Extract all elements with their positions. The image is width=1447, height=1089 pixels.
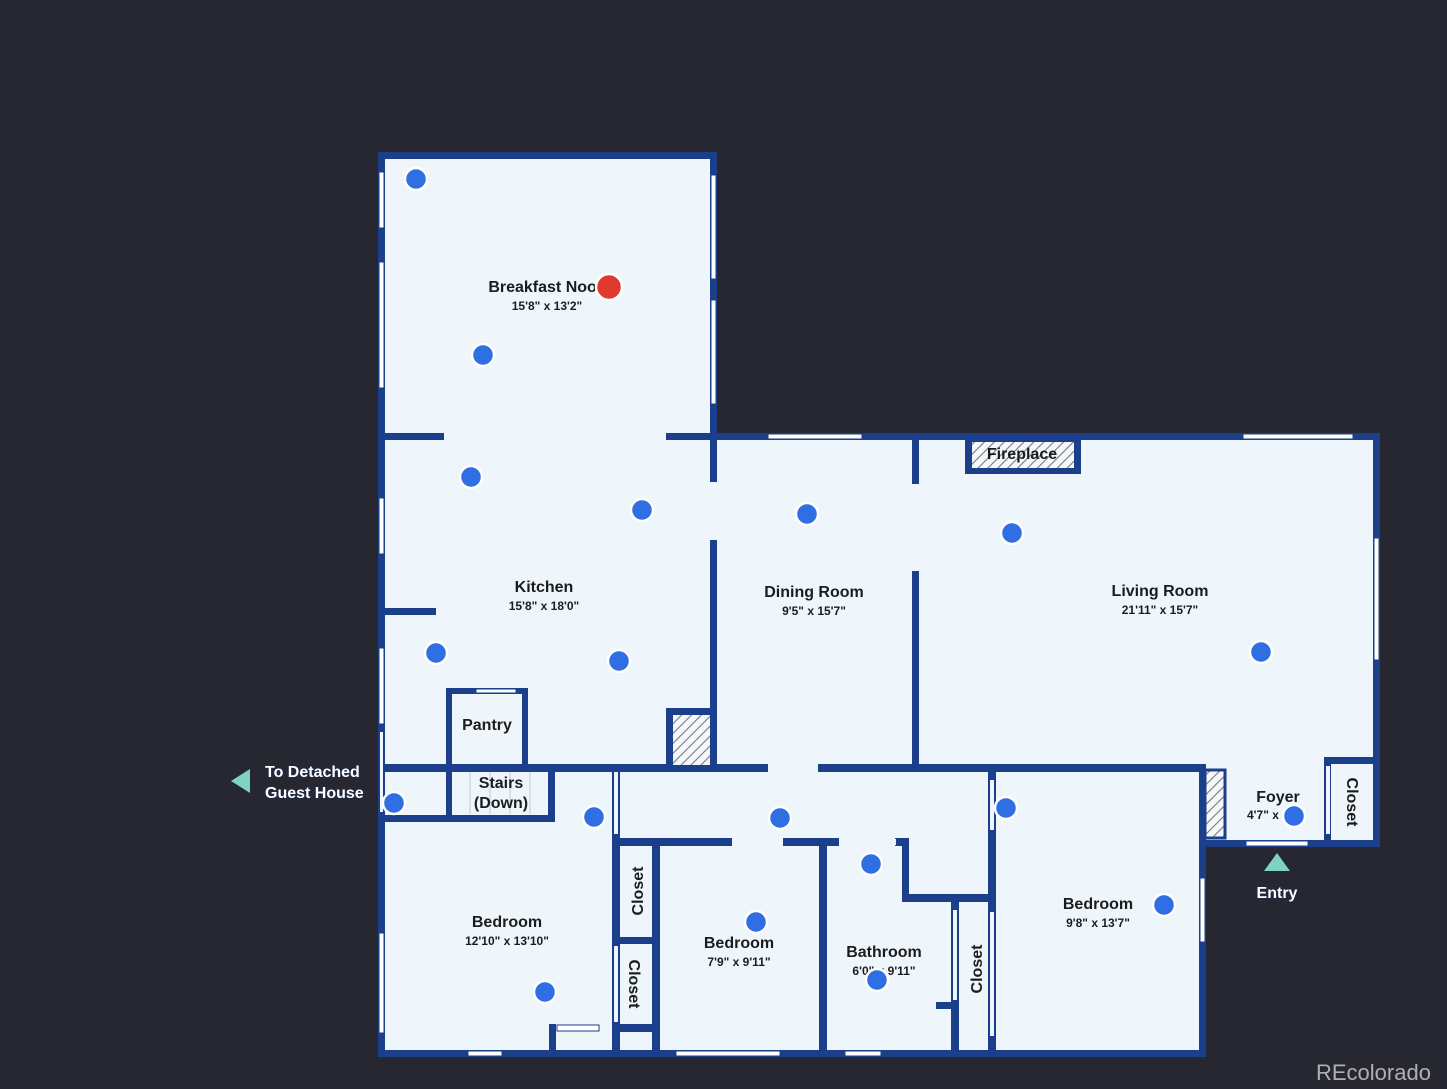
hotspot-marker[interactable] <box>767 805 793 831</box>
hotspot-marker[interactable] <box>423 640 449 666</box>
room-name-breakfast-nook: Breakfast Nook <box>488 279 605 296</box>
guest-house-arrow-icon[interactable] <box>231 769 250 793</box>
stairs-label: Stairs <box>479 775 524 792</box>
closet-label-3: Closet <box>969 944 986 994</box>
watermark-logo: REcolorado <box>1316 1060 1431 1084</box>
closet-label-1: Closet <box>630 866 647 916</box>
room-name-living-room: Living Room <box>1112 583 1209 600</box>
windows <box>378 171 1380 1057</box>
room-dims-bedroom-3: 9'8" x 13'7" <box>1066 916 1130 930</box>
hotspot-marker[interactable] <box>470 342 496 368</box>
fireplace-label: Fireplace <box>987 446 1057 463</box>
hotspot-marker[interactable] <box>993 795 1019 821</box>
foyer-hatch-block <box>1203 768 1227 840</box>
room-name-bedroom-3: Bedroom <box>1063 896 1133 913</box>
hotspot-marker[interactable] <box>629 497 655 523</box>
room-name-bathroom: Bathroom <box>846 944 922 961</box>
hotspot-marker[interactable] <box>381 790 407 816</box>
foyer-closet-label: Closet <box>1343 778 1360 828</box>
guest-house-label-line2[interactable]: Guest House <box>264 784 364 803</box>
hotspot-marker[interactable] <box>532 979 558 1005</box>
room-labels: Breakfast Nook 15'8" x 13'2" Kitchen 15'… <box>462 279 1360 1009</box>
entry-label[interactable]: Entry <box>1256 884 1299 903</box>
hotspot-marker[interactable] <box>858 851 884 877</box>
hotspot-marker[interactable] <box>794 501 820 527</box>
stair-treads <box>469 772 531 814</box>
room-name-kitchen: Kitchen <box>515 579 574 596</box>
hotspot-marker[interactable] <box>999 520 1025 546</box>
fireplace-hearth <box>972 442 1074 468</box>
hotspot-marker[interactable] <box>581 804 607 830</box>
room-dims-bedroom-2: 7'9" x 9'11" <box>707 955 770 969</box>
room-name-dining-room: Dining Room <box>764 584 864 601</box>
room-dims-breakfast-nook: 15'8" x 13'2" <box>512 299 582 313</box>
hotspot-marker[interactable] <box>458 464 484 490</box>
hotspot-marker-active[interactable] <box>594 272 624 302</box>
hotspot-marker[interactable] <box>1151 892 1177 918</box>
stairs-sublabel: (Down) <box>474 795 528 812</box>
room-dims-living-room: 21'11" x 15'7" <box>1122 603 1198 617</box>
hotspot-marker[interactable] <box>1281 803 1307 829</box>
room-dims-bedroom-1: 12'10" x 13'10" <box>465 934 549 948</box>
chimney-block <box>673 715 710 765</box>
guest-house-label-line1[interactable]: To Detached <box>264 763 360 782</box>
closet-label-2: Closet <box>625 960 642 1010</box>
hotspot-marker[interactable] <box>864 967 890 993</box>
hotspot-marker[interactable] <box>606 648 632 674</box>
room-dims-kitchen: 15'8" x 18'0" <box>509 599 579 613</box>
room-name-foyer: Foyer <box>1256 789 1300 806</box>
room-name-bedroom-1: Bedroom <box>472 914 542 931</box>
room-name-bedroom-2: Bedroom <box>704 935 774 952</box>
room-dims-foyer: 4'7" x <box>1247 808 1279 822</box>
hotspot-marker[interactable] <box>743 909 769 935</box>
floor-area <box>381 156 1378 1054</box>
hotspot-marker[interactable] <box>403 166 429 192</box>
room-dims-dining-room: 9'5" x 15'7" <box>782 604 846 618</box>
pantry-label: Pantry <box>462 717 512 734</box>
hotspots <box>381 166 1307 1005</box>
entry-arrow-icon[interactable] <box>1264 853 1290 871</box>
door-gaps <box>380 732 1330 1036</box>
hotspot-marker[interactable] <box>1248 639 1274 665</box>
